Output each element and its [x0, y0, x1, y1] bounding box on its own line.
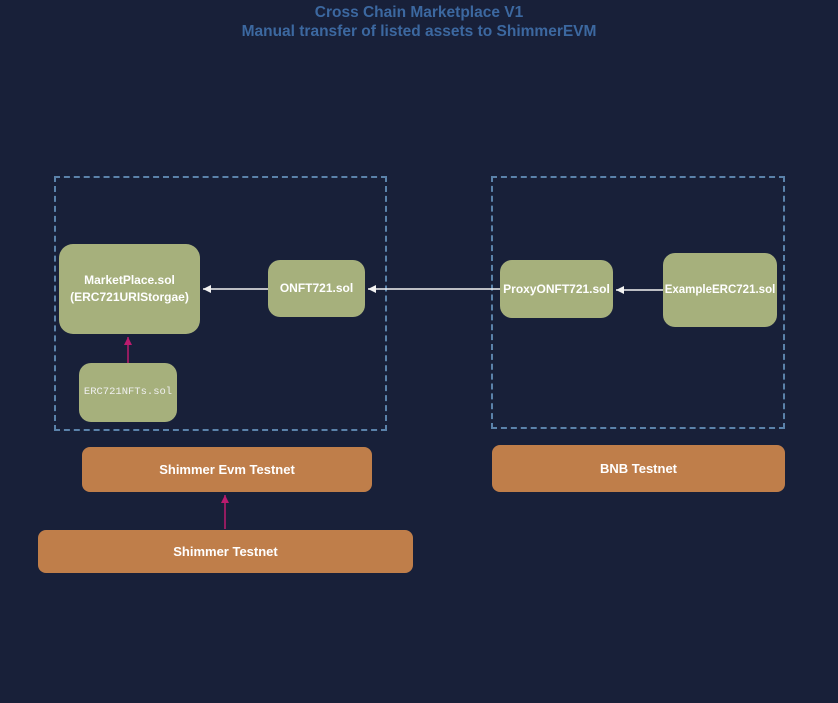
bnb-dashed-group — [491, 176, 785, 429]
chain-shimmer-label: Shimmer Testnet — [173, 544, 278, 559]
chain-shimmer-evm-testnet: Shimmer Evm Testnet — [82, 447, 372, 492]
title-line-2: Manual transfer of listed assets to Shim… — [241, 23, 597, 40]
node-marketplace-label-line1: MarketPlace.sol — [84, 273, 175, 287]
node-exampleerc721-sol: ExampleERC721.sol — [663, 253, 777, 327]
shimmer-evm-dashed-group — [54, 176, 387, 431]
node-exampleerc721-label: ExampleERC721.sol — [664, 283, 776, 296]
chain-bnb-testnet: BNB Testnet — [492, 445, 785, 492]
node-marketplace-label-line2: (ERC721URIStorgae) — [70, 290, 189, 304]
node-onft721-label: ONFT721.sol — [279, 281, 354, 295]
chain-shimmer-testnet: Shimmer Testnet — [38, 530, 413, 573]
node-marketplace-sol: MarketPlace.sol (ERC721URIStorgae) — [59, 244, 200, 334]
chain-shimmer-evm-label: Shimmer Evm Testnet — [159, 462, 295, 477]
node-proxyonft721-label: ProxyONFT721.sol — [503, 281, 610, 296]
node-erc721nfts-sol: ERC721NFTs.sol — [79, 363, 177, 422]
title-line-1: Cross Chain Marketplace V1 — [314, 4, 524, 21]
node-erc721nfts-label: ERC721NFTs.sol — [83, 386, 173, 398]
diagram-title: Cross Chain Marketplace V1 Manual transf… — [0, 3, 838, 41]
chain-bnb-label: BNB Testnet — [599, 461, 678, 476]
node-onft721-sol: ONFT721.sol — [268, 260, 365, 317]
node-proxyonft721-sol: ProxyONFT721.sol — [500, 260, 613, 318]
